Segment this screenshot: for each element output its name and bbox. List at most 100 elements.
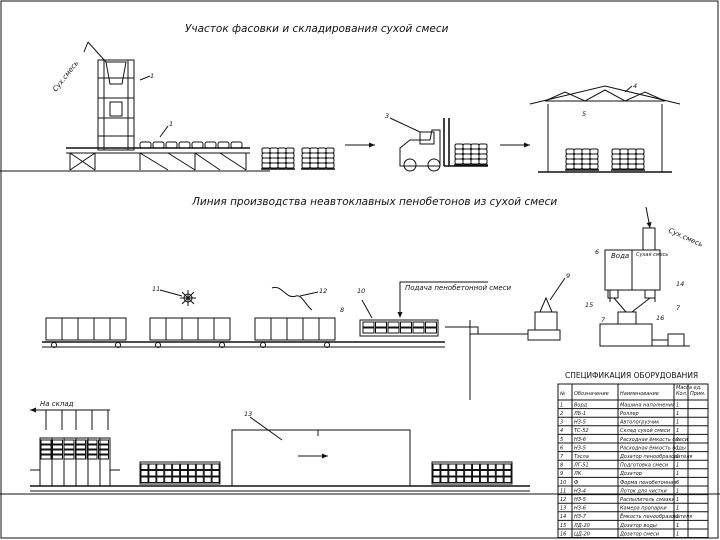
block [98,454,109,460]
block [440,476,449,483]
spec-cell: Дозатор смеси [619,531,660,537]
title-production-line: Линия производства неавтоклавных пенобет… [191,196,557,208]
spec-cell: 1 [560,402,563,408]
block [172,463,181,470]
spec-cell: 1 [676,497,679,503]
bag [470,143,480,150]
block [156,463,165,470]
spec-cell: 11 [560,488,566,494]
bag [325,157,335,164]
bag [261,162,271,169]
block [464,463,473,470]
callout-1: 1 [169,120,173,128]
label-tank-water: Вода [611,252,629,260]
bag [261,152,271,159]
bag [325,152,335,159]
spec-cell: НЗ-7 [574,514,587,520]
bag [589,163,599,170]
callout-11: 11 [152,285,160,293]
bag [635,153,645,160]
mixer [510,296,561,341]
block [86,454,98,460]
bag [285,162,295,169]
callout-6: 6 [595,248,599,256]
mold-with-blocks [431,461,513,485]
block [503,463,512,470]
spec-cell: 3 [560,420,563,426]
spec-cell: 16 [560,531,566,537]
block [472,476,480,483]
bag [317,147,327,154]
spec-cell: 1 [676,420,679,426]
bag [285,157,295,164]
mold [431,461,513,485]
spec-cell: Автопогрузчик [619,420,659,426]
block [440,463,449,470]
spec-header-cell: Наименование [620,391,659,397]
block [479,463,488,470]
spec-cell: 8 [560,463,563,469]
block [86,439,98,445]
bag [611,158,621,165]
spec-cell: Расходная ёмкость смеси [620,437,689,443]
bag [165,141,178,149]
bag [462,143,472,150]
to-warehouse-arrow [30,407,110,430]
bag [301,152,311,159]
bag [619,163,629,170]
bag [611,163,621,170]
block [448,470,457,477]
block [148,476,157,483]
spec-cell: 6 [560,445,563,451]
block [140,463,149,470]
spec-cell: Расходная ёмкость воды [620,445,686,451]
conveyor-platform [0,147,270,172]
block [440,470,449,477]
bag [325,162,335,169]
molds-upper-line [45,317,336,348]
block [98,439,109,445]
block [98,444,109,450]
block [211,470,220,477]
block [362,327,375,334]
label-mix-supply: Подача пенобетонной смеси [405,284,512,292]
label-dry-mix-top: Сух.смесь [51,59,80,93]
mold-with-blocks [139,461,221,485]
block [195,463,204,470]
block [464,470,473,477]
bag [619,148,629,155]
block [180,463,188,470]
spec-cell: Ёмкость пенообразователя [620,513,692,520]
bag [565,148,575,155]
block [412,321,425,328]
block [412,327,425,334]
bag [204,141,217,149]
callout-3: 3 [385,112,389,120]
bag [462,148,472,155]
label-to-warehouse: На склад [40,400,74,408]
block [203,470,212,477]
block [52,449,63,455]
bag [269,157,279,164]
spec-cell: Подготовка смеси [620,463,669,469]
supply-pipe [397,281,510,400]
bag [261,147,271,154]
spec-cell: 1 [676,437,679,443]
block [140,470,149,477]
block [187,476,196,483]
spec-cell: 5 [560,437,563,443]
form-conveyor-upper [42,341,445,348]
block [211,463,220,470]
curing-chamber [231,429,411,486]
filled-mold [359,319,439,337]
block [156,470,165,477]
block [456,470,465,477]
spec-header-cell: Обозначение [574,391,609,397]
block [387,327,400,334]
spec-cell: Машина наполнения [620,402,675,408]
callout-5: 5 [582,110,586,118]
block [425,321,437,328]
bag [627,158,637,165]
